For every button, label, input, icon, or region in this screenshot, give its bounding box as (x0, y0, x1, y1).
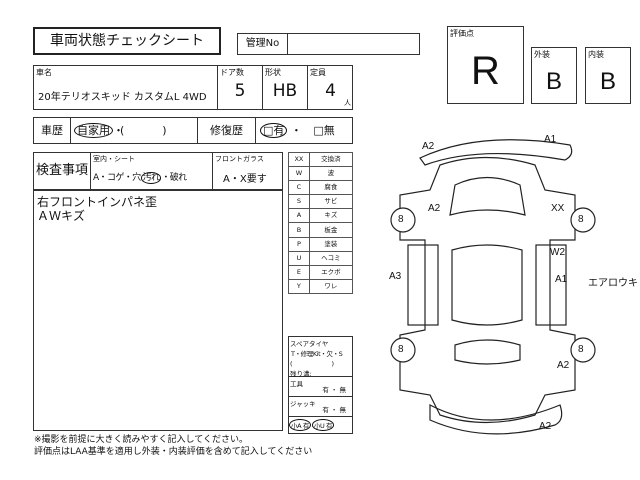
repair-yes: □有 (260, 123, 288, 138)
repair-no: □無 (313, 124, 335, 137)
spare-remaining-tread: 残り溝: (290, 370, 312, 378)
management-no-label: 管理No (238, 34, 288, 54)
tire-fr-tread: 8 (578, 214, 584, 225)
interior-grade: 内装 B (585, 47, 631, 104)
interior-grade-value: B (599, 68, 616, 95)
left-doors (407, 244, 439, 326)
repair-label: 修復歴 (198, 118, 256, 143)
capacity-value: 4 (325, 81, 336, 101)
vehicle-name: 20年テリオスキッド カスタムL 4WD (38, 92, 207, 103)
interior-selected: 汚れ (140, 172, 162, 184)
tools-label: 工具 (290, 380, 303, 388)
right-doors (535, 244, 567, 326)
mark-a1-right: A1 (555, 274, 568, 285)
footer-notes: ※撮影を前提に大きく読みやすく記入してください。 評価点はLAA基準を適用し外装… (34, 434, 312, 458)
mark-a2-left-fender: A2 (428, 203, 441, 214)
history-row: 車歴 自家用・( ) 修復歴 □有 ・ □無 (33, 117, 353, 144)
hood-outline (449, 176, 526, 216)
tire-fl-tread: 8 (398, 214, 404, 225)
mark-w2: W2 (550, 247, 565, 258)
inspection-row: 検査事項 室内・シート A・コゲ・穴汚れ・破れ フロントガラス A・X要す (33, 152, 283, 190)
note-line: 右フロントインパネ歪 (37, 195, 158, 209)
vehicle-name-label: 車名 (36, 68, 52, 77)
tire-rl-tread: 8 (398, 344, 404, 355)
footer-note: ※撮影を前提に大きく読みやすく記入してください。 (34, 435, 249, 445)
repair-options: □有 ・ □無 (256, 118, 353, 143)
windshield-label: フロントガラス (215, 155, 264, 163)
history-usage: 自家用・( ) (71, 118, 198, 143)
mark-a1-front: A1 (544, 134, 557, 145)
notes-area[interactable]: 右フロントインパネ歪 ＡＷキズ (33, 190, 283, 431)
tools-options: 有 ・ 無 (322, 386, 346, 394)
tire-front-left (390, 207, 416, 233)
windshield-value: A・X要す (223, 174, 267, 185)
separator: ・ (290, 124, 302, 137)
spare-tire-box: スペアタイヤ T・修理Kit・欠・S ( ) 残り溝: 工具 有 ・ 無 ジャッ… (288, 336, 353, 434)
interior-grade-label: 内装 (588, 50, 604, 59)
exterior-grade-value: B (545, 68, 562, 95)
code-meaning: ワレ (308, 278, 354, 295)
overall-grade-value: R (471, 49, 500, 93)
jack-label: ジャッキ (290, 400, 316, 408)
tire-front-right (570, 207, 596, 233)
mark-a2-front-bumper: A2 (422, 141, 435, 152)
jack-options: 有 ・ 無 (322, 406, 346, 414)
spare-options: T・修理Kit・欠・S (291, 350, 343, 358)
tires (390, 207, 596, 363)
small-u-marker: 小U 有 (311, 419, 335, 431)
sheet-title: 車両状態チェックシート (33, 27, 221, 55)
spare-label: スペアタイヤ (290, 340, 329, 348)
mark-xx: XX (551, 203, 565, 214)
management-no: 管理No (237, 33, 420, 55)
mark-a2-rear-right: A2 (557, 360, 570, 371)
roof-outline (451, 244, 523, 326)
rear-window (454, 339, 521, 365)
interior-options-b: ・破れ (161, 173, 187, 183)
interior-options: A・コゲ・穴 (93, 173, 141, 183)
mark-aero-note: エアロウキ (588, 278, 638, 289)
tire-rear-left (390, 337, 416, 363)
vehicle-info-row: 車名 20年テリオスキッド カスタムL 4WD ドア数 5 形状 HB 定員 4… (33, 65, 353, 110)
capacity-label: 定員 (310, 68, 326, 77)
rear-bumper-outline (429, 404, 563, 435)
small-a-marker: 小A 有 (289, 419, 311, 431)
tire-rr-tread: 8 (578, 344, 584, 355)
doors-label: ドア数 (220, 68, 244, 77)
overall-grade-label: 評価点 (450, 29, 474, 38)
front-bumper-outline (419, 139, 573, 166)
usage-selected: 自家用 (74, 123, 113, 138)
car-body-outline (399, 156, 576, 424)
inspection-label: 検査事項 (34, 153, 91, 189)
spare-paren: ( ) (290, 360, 335, 368)
interior-seat-label: 室内・シート (93, 155, 135, 163)
history-label: 車歴 (34, 118, 71, 143)
shape-value: HB (272, 81, 298, 101)
tire-rear-right (570, 337, 596, 363)
doors-value: 5 (234, 81, 246, 101)
overall-grade: 評価点 R (447, 26, 524, 104)
mark-a3-left: A3 (389, 271, 402, 282)
exterior-grade-label: 外装 (534, 50, 550, 59)
capacity-unit: 人 (344, 99, 351, 107)
shape-label: 形状 (265, 68, 281, 77)
exterior-grade: 外装 B (531, 47, 577, 104)
usage-other: ・( ) (113, 124, 167, 137)
note-line: ＡＷキズ (37, 209, 86, 223)
footer-note: 評価点はLAA基準を適用し外装・内装評価を含めて記入してください (34, 447, 313, 457)
mark-a2-rear-bumper: A2 (539, 421, 552, 432)
